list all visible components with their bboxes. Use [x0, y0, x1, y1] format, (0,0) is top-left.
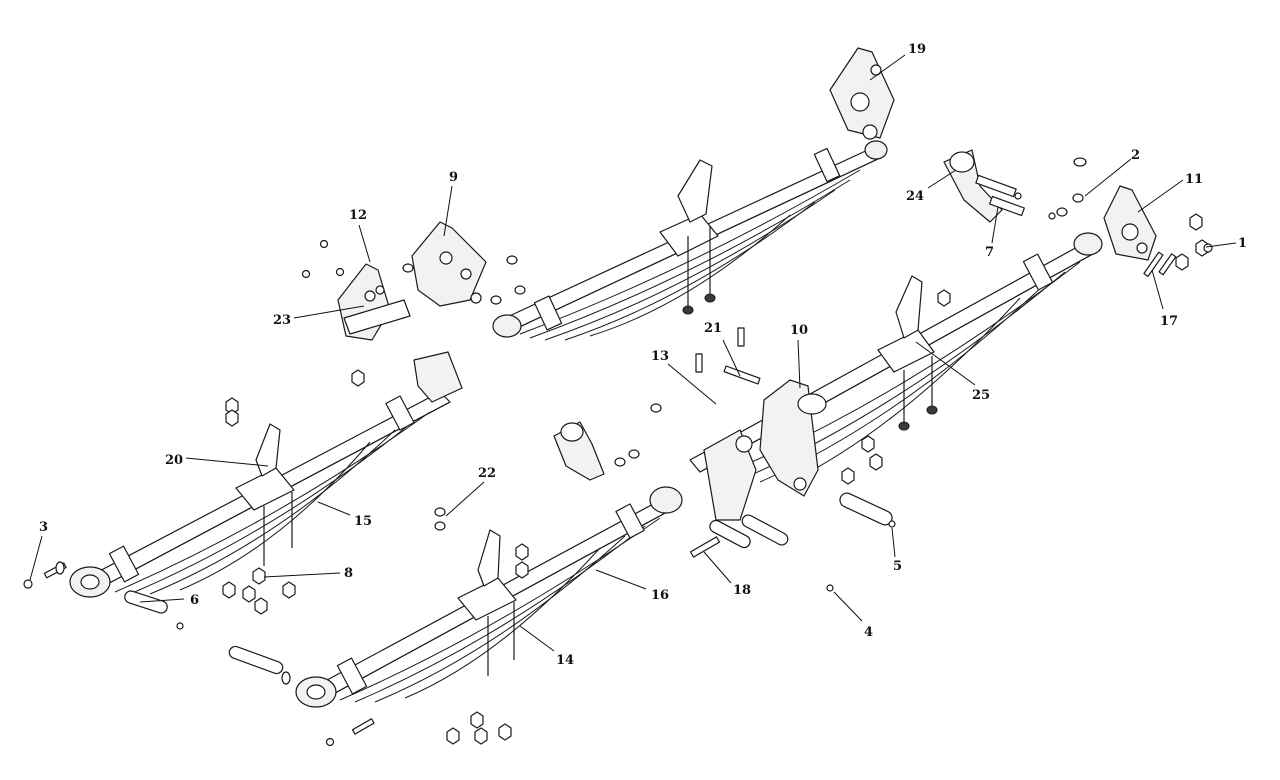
callout-21: 21 [704, 321, 722, 336]
leaf-spring-right-front [295, 486, 683, 708]
callout-19: 19 [908, 42, 926, 57]
callout-16: 16 [651, 588, 669, 603]
callout-15: 15 [354, 514, 372, 529]
callout-9: 9 [449, 170, 458, 185]
callout-25: 25 [972, 388, 990, 403]
callout-20: 20 [165, 453, 183, 468]
callout-24: 24 [906, 189, 924, 204]
callout-22: 22 [478, 466, 496, 481]
callout-6: 6 [190, 593, 199, 608]
callout-3: 3 [39, 520, 48, 535]
center-hanger-bracket [703, 379, 827, 521]
spring-pins [43, 251, 1177, 735]
callout-labels: 1 2 3 4 5 6 7 8 9 10 11 12 13 14 15 16 1… [39, 42, 1247, 668]
callout-11: 11 [1185, 172, 1203, 187]
callout-12: 12 [349, 208, 367, 223]
shackle-assemblies [553, 149, 1025, 481]
callout-4: 4 [864, 625, 873, 640]
front-hanger-bracket-right [411, 221, 487, 307]
callout-7: 7 [985, 245, 994, 260]
callout-5: 5 [893, 559, 902, 574]
leaf-spring-upper-rear [492, 140, 888, 341]
callout-8: 8 [344, 566, 353, 581]
callout-2: 2 [1131, 148, 1140, 163]
callout-10: 10 [790, 323, 808, 338]
callout-13: 13 [651, 349, 669, 364]
rear-hanger-bracket-right [1103, 185, 1157, 261]
callout-18: 18 [733, 583, 751, 598]
rear-hanger-bracket-top [829, 47, 895, 140]
callout-23: 23 [273, 313, 291, 328]
callout-1: 1 [1238, 236, 1247, 251]
front-hanger-bracket-left [337, 263, 411, 341]
callout-leaders [29, 54, 1237, 652]
leaf-spring-left-front [69, 351, 463, 598]
nuts-and-washers [23, 157, 1213, 747]
callout-14: 14 [556, 653, 574, 668]
callout-17: 17 [1160, 314, 1178, 329]
